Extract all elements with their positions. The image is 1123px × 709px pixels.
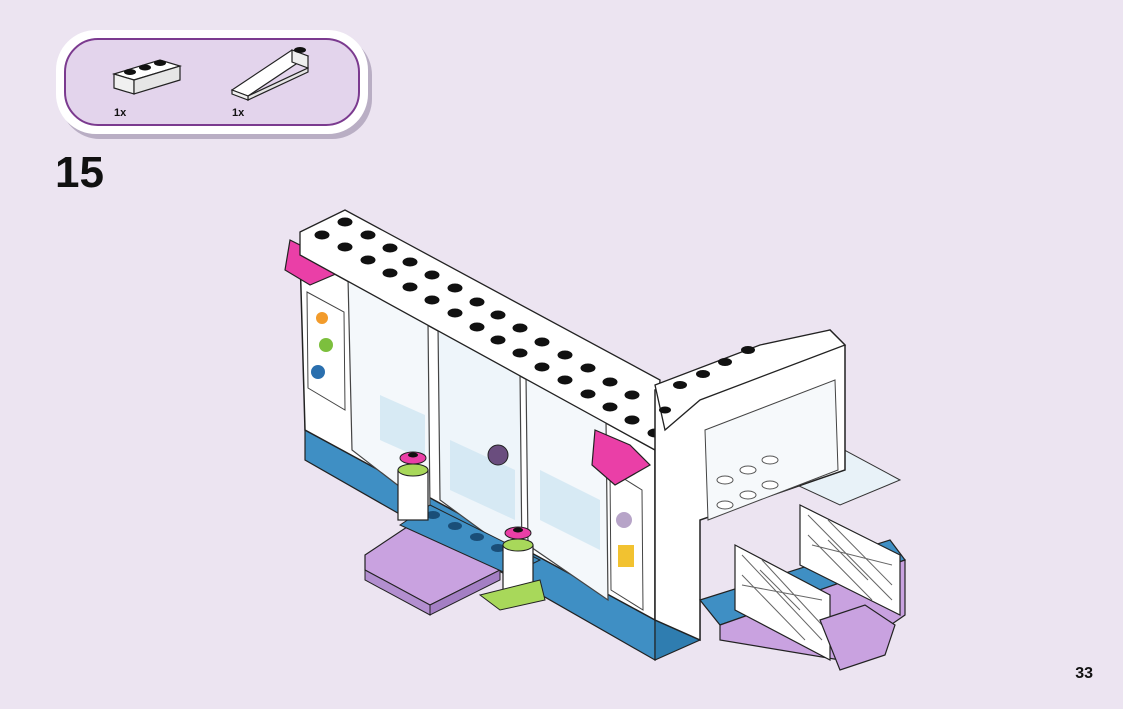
pillar-right: [478, 526, 546, 611]
pillar-left: [397, 451, 429, 521]
white-slope-wedge-icon: [230, 47, 310, 101]
parts-callout-inner: [64, 38, 360, 126]
page-number: 33: [1075, 665, 1093, 682]
part-qty-1: 1x: [114, 107, 127, 119]
part-qty-2: 1x: [232, 107, 245, 119]
step-number: 15: [55, 148, 104, 197]
parts-callout: [56, 30, 368, 134]
white-brick-1x3-icon: [111, 59, 183, 95]
